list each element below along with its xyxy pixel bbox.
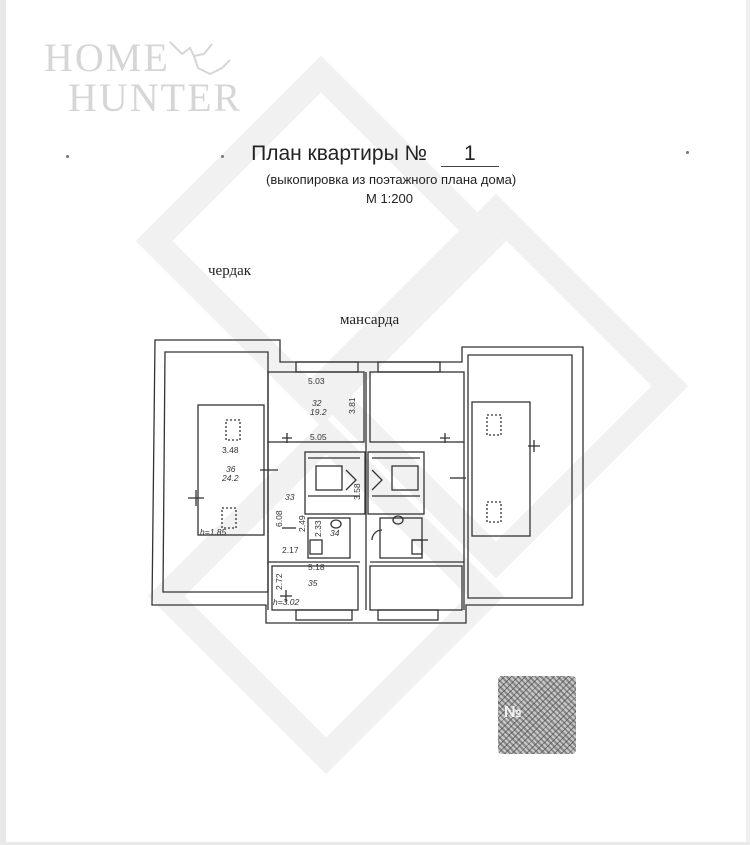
scan-speck: [221, 155, 224, 158]
page-left-edge: [0, 0, 6, 845]
dim-3-58: 3.58: [352, 483, 362, 500]
dim-2-17: 2.17: [282, 545, 299, 555]
dim-2-33: 2.33: [313, 520, 323, 537]
apartment-number: 1: [440, 142, 499, 167]
room-36-area: 24.2: [221, 473, 239, 483]
room-33-number: 33: [285, 492, 295, 502]
room-32-area: 19.2: [310, 407, 327, 417]
dim-5-05: 5.05: [310, 432, 327, 442]
page-right-edge: [746, 0, 750, 845]
dim-3-48: 3.48: [222, 445, 239, 455]
scan-speck: [66, 155, 69, 158]
room-36-number: 36: [226, 464, 236, 474]
deer-icon: [169, 41, 231, 76]
room-32-number: 32: [312, 398, 322, 408]
logo-line-2: HUNTER: [68, 75, 243, 120]
official-stamp: №: [498, 676, 576, 754]
scale-label: М 1:200: [366, 191, 413, 206]
dim-2-72: 2.72: [274, 573, 284, 590]
room-35-number: 35: [308, 578, 318, 588]
logo-line-1: HOME: [44, 35, 170, 80]
page-subtitle: (выкопировка из поэтажного плана дома): [266, 172, 517, 187]
scan-speck: [686, 151, 689, 154]
dim-5-18: 5.18: [308, 562, 325, 572]
stamp-number-sign: №: [504, 704, 522, 721]
height-left: h=1.85: [200, 527, 227, 537]
home-hunter-logo: HOME HUNTER: [44, 38, 242, 118]
title-prefix: План квартиры №: [251, 142, 428, 165]
dim-3-81: 3.81: [347, 397, 357, 414]
dim-5-03: 5.03: [308, 376, 325, 386]
page-title: План квартиры № 1: [0, 142, 750, 167]
room-34-number: 34: [330, 528, 340, 538]
page-bottom-edge: [0, 842, 750, 845]
mansard-label: мансарда: [340, 312, 400, 328]
height-center: h=3.02: [273, 597, 300, 607]
dim-2-49: 2.49: [297, 515, 307, 532]
attic-label: чердак: [208, 263, 252, 279]
dim-6-08: 6.08: [274, 510, 284, 527]
